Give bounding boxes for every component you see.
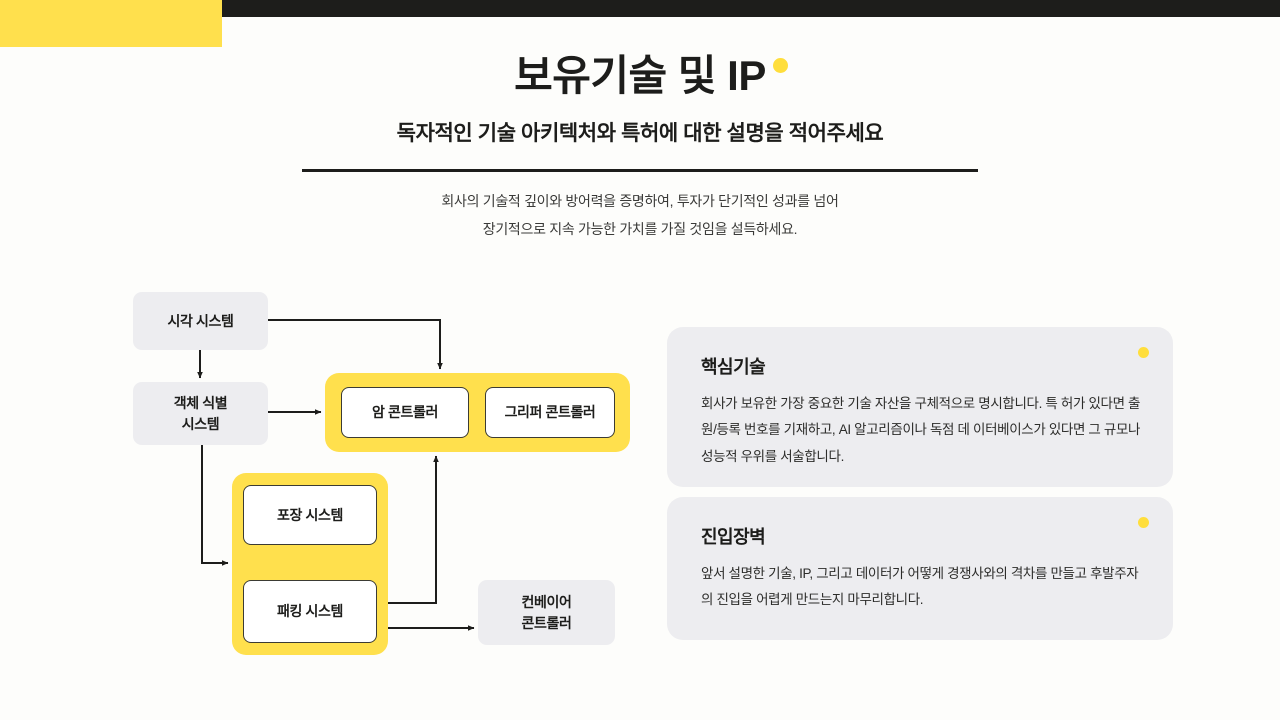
page-title: 보유기술 및 IP bbox=[514, 52, 766, 99]
detection-label-line-1: 객체 식별 bbox=[173, 395, 228, 412]
info-card-core-tech[interactable]: 핵심기술 회사가 보유한 가장 중요한 기술 자산을 구체적으로 명시합니다. … bbox=[667, 327, 1173, 487]
page-subtitle: 독자적인 기술 아키텍처와 특허에 대한 설명을 적어주세요 bbox=[396, 122, 884, 146]
info-card-core-tech-body: 회사가 보유한 가장 중요한 기술 자산을 구체적으로 명시합니다. 특 허가 … bbox=[701, 391, 1143, 470]
header-divider bbox=[302, 169, 978, 173]
diagram-node-packaging-system-label: 포장 시스템 bbox=[277, 506, 343, 523]
conveyor-label-line-2: 콘트롤러 bbox=[521, 614, 572, 631]
diagram-node-conveyor-controller[interactable]: 컨베이어 콘트롤러 bbox=[478, 580, 615, 645]
title-accent-dot-icon bbox=[772, 58, 788, 73]
page-description-line-2: 장기적으로 지속 가능한 가치를 가질 것임을 설득하세요. bbox=[482, 220, 798, 237]
edge-detection-to-packing-group bbox=[201, 445, 229, 566]
diagram-node-arm-controller[interactable]: 암 콘트롤러 bbox=[341, 387, 469, 438]
edge-vision-to-arm-controller bbox=[268, 319, 443, 370]
system-architecture-diagram: 시각 시스템 객체 식별 시스템 암 콘트롤러 그리퍼 콘트롤러 포장 시스템 … bbox=[133, 292, 630, 655]
core-tech-body-line-3: 이터베이스가 있다면 그 규모나 성능적 우위를 서술합니다. bbox=[701, 422, 1141, 464]
top-black-bar bbox=[222, 0, 1280, 17]
diagram-node-packing-system[interactable]: 패킹 시스템 bbox=[243, 580, 377, 643]
diagram-node-packaging-system[interactable]: 포장 시스템 bbox=[243, 485, 377, 545]
page-title-wrapper: 보유기술 및 IP bbox=[514, 52, 788, 100]
info-card-entry-barrier-title: 진입장벽 bbox=[701, 527, 766, 547]
core-tech-body-line-1: 회사가 보유한 가장 중요한 기술 자산을 구체적으로 명시합니다. 특 bbox=[701, 396, 1058, 411]
diagram-node-arm-controller-label: 암 콘트롤러 bbox=[372, 404, 438, 421]
card-accent-dot-icon bbox=[1138, 347, 1149, 358]
page-description-line-1: 회사의 기술적 깊이와 방어력을 증명하여, 투자가 단기적인 성과를 넘어 bbox=[441, 193, 839, 210]
diagram-node-vision-system-label: 시각 시스템 bbox=[167, 312, 234, 329]
diagram-node-object-detection-system[interactable]: 객체 식별 시스템 bbox=[133, 382, 268, 445]
diagram-node-conveyor-controller-label: 컨베이어 콘트롤러 bbox=[522, 592, 572, 633]
core-tech-body-line-2: 허가 있다면 출원/등록 번호를 기재하고, AI 알고리즘이나 독점 데 bbox=[701, 396, 1141, 438]
entry-barrier-body-line-2: 만들고 후발주자의 진입을 어렵게 만드는지 마무리합니다. bbox=[701, 566, 1139, 608]
card-accent-dot-icon bbox=[1138, 517, 1149, 528]
top-yellow-accent-block bbox=[0, 0, 222, 47]
diagram-node-gripper-controller-label: 그리퍼 콘트롤러 bbox=[504, 404, 596, 421]
diagram-node-packing-system-label: 패킹 시스템 bbox=[277, 603, 343, 620]
diagram-node-gripper-controller[interactable]: 그리퍼 콘트롤러 bbox=[485, 387, 615, 438]
page-description: 회사의 기술적 깊이와 방어력을 증명하여, 투자가 단기적인 성과를 넘어 장… bbox=[260, 188, 1020, 243]
edge-packing-to-controllers bbox=[380, 455, 439, 604]
info-cards-column: 핵심기술 회사가 보유한 가장 중요한 기술 자산을 구체적으로 명시합니다. … bbox=[667, 0, 1280, 720]
conveyor-label-line-1: 컨베이어 bbox=[521, 594, 572, 611]
info-card-entry-barrier[interactable]: 진입장벽 앞서 설명한 기술, IP, 그리고 데이터가 어떻게 경쟁사와의 격… bbox=[667, 497, 1173, 640]
diagram-node-vision-system[interactable]: 시각 시스템 bbox=[133, 292, 268, 350]
info-card-entry-barrier-body: 앞서 설명한 기술, IP, 그리고 데이터가 어떻게 경쟁사와의 격차를 만들… bbox=[701, 561, 1143, 614]
detection-label-line-2: 시스템 bbox=[181, 415, 220, 432]
slide-header: 보유기술 및 IP 독자적인 기술 아키텍처와 특허에 대한 설명을 적어주세요… bbox=[0, 52, 1280, 243]
entry-barrier-body-line-1: 앞서 설명한 기술, IP, 그리고 데이터가 어떻게 경쟁사와의 격차를 bbox=[701, 566, 1048, 581]
info-card-core-tech-title: 핵심기술 bbox=[701, 357, 766, 377]
diagram-node-object-detection-system-label: 객체 식별 시스템 bbox=[173, 393, 228, 434]
